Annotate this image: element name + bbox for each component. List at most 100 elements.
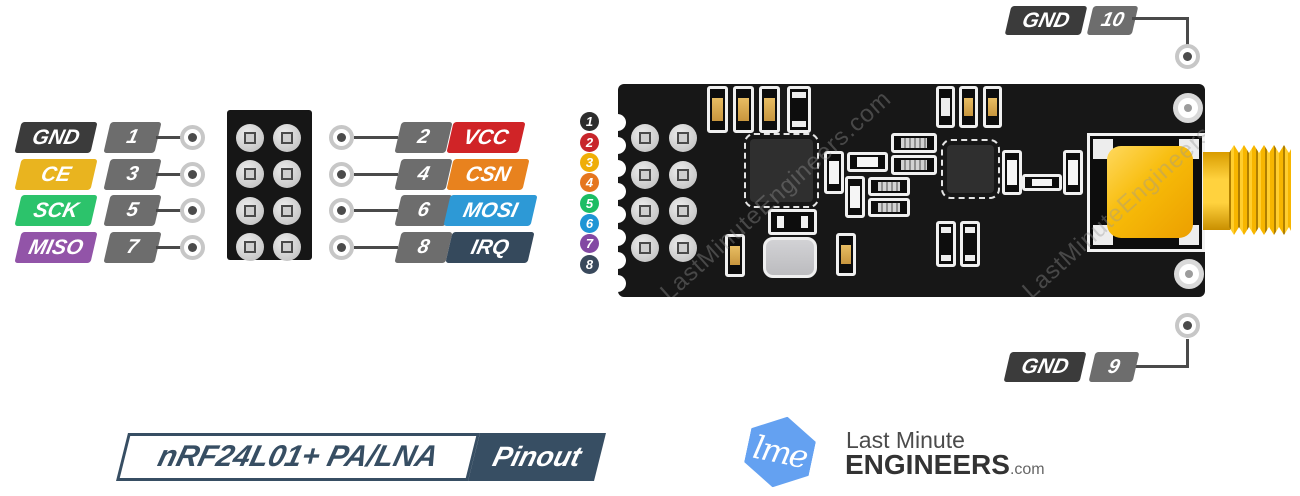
resistor (845, 176, 865, 218)
pin-number-1: 1 (103, 122, 162, 153)
pin-label-miso: MISO (14, 231, 98, 263)
inductor (891, 155, 937, 175)
sma-neck (1203, 152, 1230, 230)
castellation (618, 251, 626, 269)
capacitor (836, 233, 856, 276)
title-badge: nRF24L01+ PA/LNA (116, 433, 480, 481)
pin-number-2: 2 (394, 122, 453, 153)
capacitor (733, 86, 754, 133)
pin-hole-7 (180, 234, 205, 260)
pin-hole-dot (1183, 321, 1192, 330)
pin-hole-2 (329, 125, 354, 150)
resistor (1002, 150, 1022, 195)
crystal-oscillator (763, 237, 817, 278)
header-pad (273, 233, 301, 261)
inductor (868, 198, 910, 217)
pin-number-8: 8 (394, 231, 453, 263)
inductor (868, 177, 910, 196)
nrf24l01-chip (744, 133, 819, 208)
capacitor (725, 234, 745, 277)
gnd-bottom-pad (1175, 313, 1200, 338)
castellation (618, 136, 626, 154)
pad-hole (244, 241, 256, 253)
pin-hole-8 (329, 234, 354, 260)
board-pin-pad (631, 233, 659, 262)
pad-hole (639, 205, 651, 217)
board-pin-pad (631, 197, 659, 225)
header-pad (273, 160, 301, 188)
castellation (618, 205, 626, 223)
header-pad (236, 233, 264, 261)
pin-number-3: 3 (103, 158, 162, 190)
pad-hole (244, 131, 256, 144)
board-pin-pad (669, 233, 697, 262)
pin-hole-dot (188, 133, 197, 142)
board-pin-pad (669, 197, 697, 225)
marker-5: 5 (580, 193, 599, 213)
mounting-hole-bottom (1174, 259, 1204, 289)
inductor (891, 133, 937, 153)
pad-hole (677, 241, 689, 254)
pin-label-mosi: MOSI (443, 195, 538, 226)
marker-2: 2 (580, 132, 599, 152)
pin-hole-4 (329, 161, 354, 187)
pad-hole (639, 168, 651, 181)
logo-line1: Last Minute (846, 427, 965, 453)
capacitor (959, 86, 978, 128)
pin-number-10: 10 (1086, 6, 1139, 35)
board-pin-pad (669, 160, 697, 189)
sma-connector-base (1107, 146, 1193, 238)
pin-hole-dot (188, 169, 197, 179)
pad-hole (677, 131, 689, 144)
pin-hole-1 (180, 125, 205, 150)
capacitor (787, 86, 811, 133)
marker-8: 8 (580, 254, 599, 274)
pin-number-7: 7 (103, 231, 162, 263)
gnd-bottom-label: GND (1003, 352, 1087, 382)
pin-label-irq: IRQ (445, 231, 535, 263)
jumper-component (768, 209, 817, 235)
castellation (618, 182, 626, 200)
pad-hole (281, 168, 293, 180)
pin-label-csn: CSN (446, 158, 530, 190)
header-pad (273, 123, 301, 152)
pad-hole (281, 131, 293, 144)
pin-hole-dot (337, 133, 346, 142)
pa-lna-chip (941, 139, 1000, 199)
pin-label-gnd: GND (14, 122, 98, 153)
castellation (618, 228, 626, 246)
marker-1: 1 (580, 112, 599, 131)
capacitor (759, 86, 780, 133)
pin-number-5: 5 (103, 195, 162, 226)
board-pin-pad (631, 123, 659, 152)
gnd-top-pad (1175, 44, 1200, 69)
wire (156, 136, 182, 139)
pad-hole (244, 204, 256, 217)
title-badge-suffix: Pinout (468, 433, 606, 481)
pin-hole-dot (188, 242, 197, 252)
nrf24l01-pa-lna-board: LastMinuteEngineers.com LastMinuteEngine… (618, 84, 1205, 297)
wire (354, 209, 398, 212)
wire (1186, 339, 1189, 368)
wire (354, 172, 398, 176)
wire (1132, 17, 1188, 20)
marker-3: 3 (580, 152, 599, 172)
pad-hole (639, 241, 651, 254)
capacitor (983, 86, 1002, 128)
pin-hole-dot (337, 206, 346, 215)
castellation (618, 113, 626, 131)
castellation (618, 274, 626, 292)
pin-hole-dot (337, 169, 346, 179)
logo-line2: ENGINEERS.com (845, 449, 1045, 481)
castellation (618, 159, 626, 177)
hole-center (1184, 104, 1192, 112)
wire (1133, 365, 1189, 368)
pad-hole (639, 131, 651, 144)
pin-number-4: 4 (394, 158, 453, 190)
pin-hole-6 (329, 198, 354, 223)
wire (156, 245, 182, 249)
hole-center (1185, 270, 1193, 278)
marker-6: 6 (580, 213, 599, 233)
gnd-top-label: GND (1004, 6, 1088, 35)
